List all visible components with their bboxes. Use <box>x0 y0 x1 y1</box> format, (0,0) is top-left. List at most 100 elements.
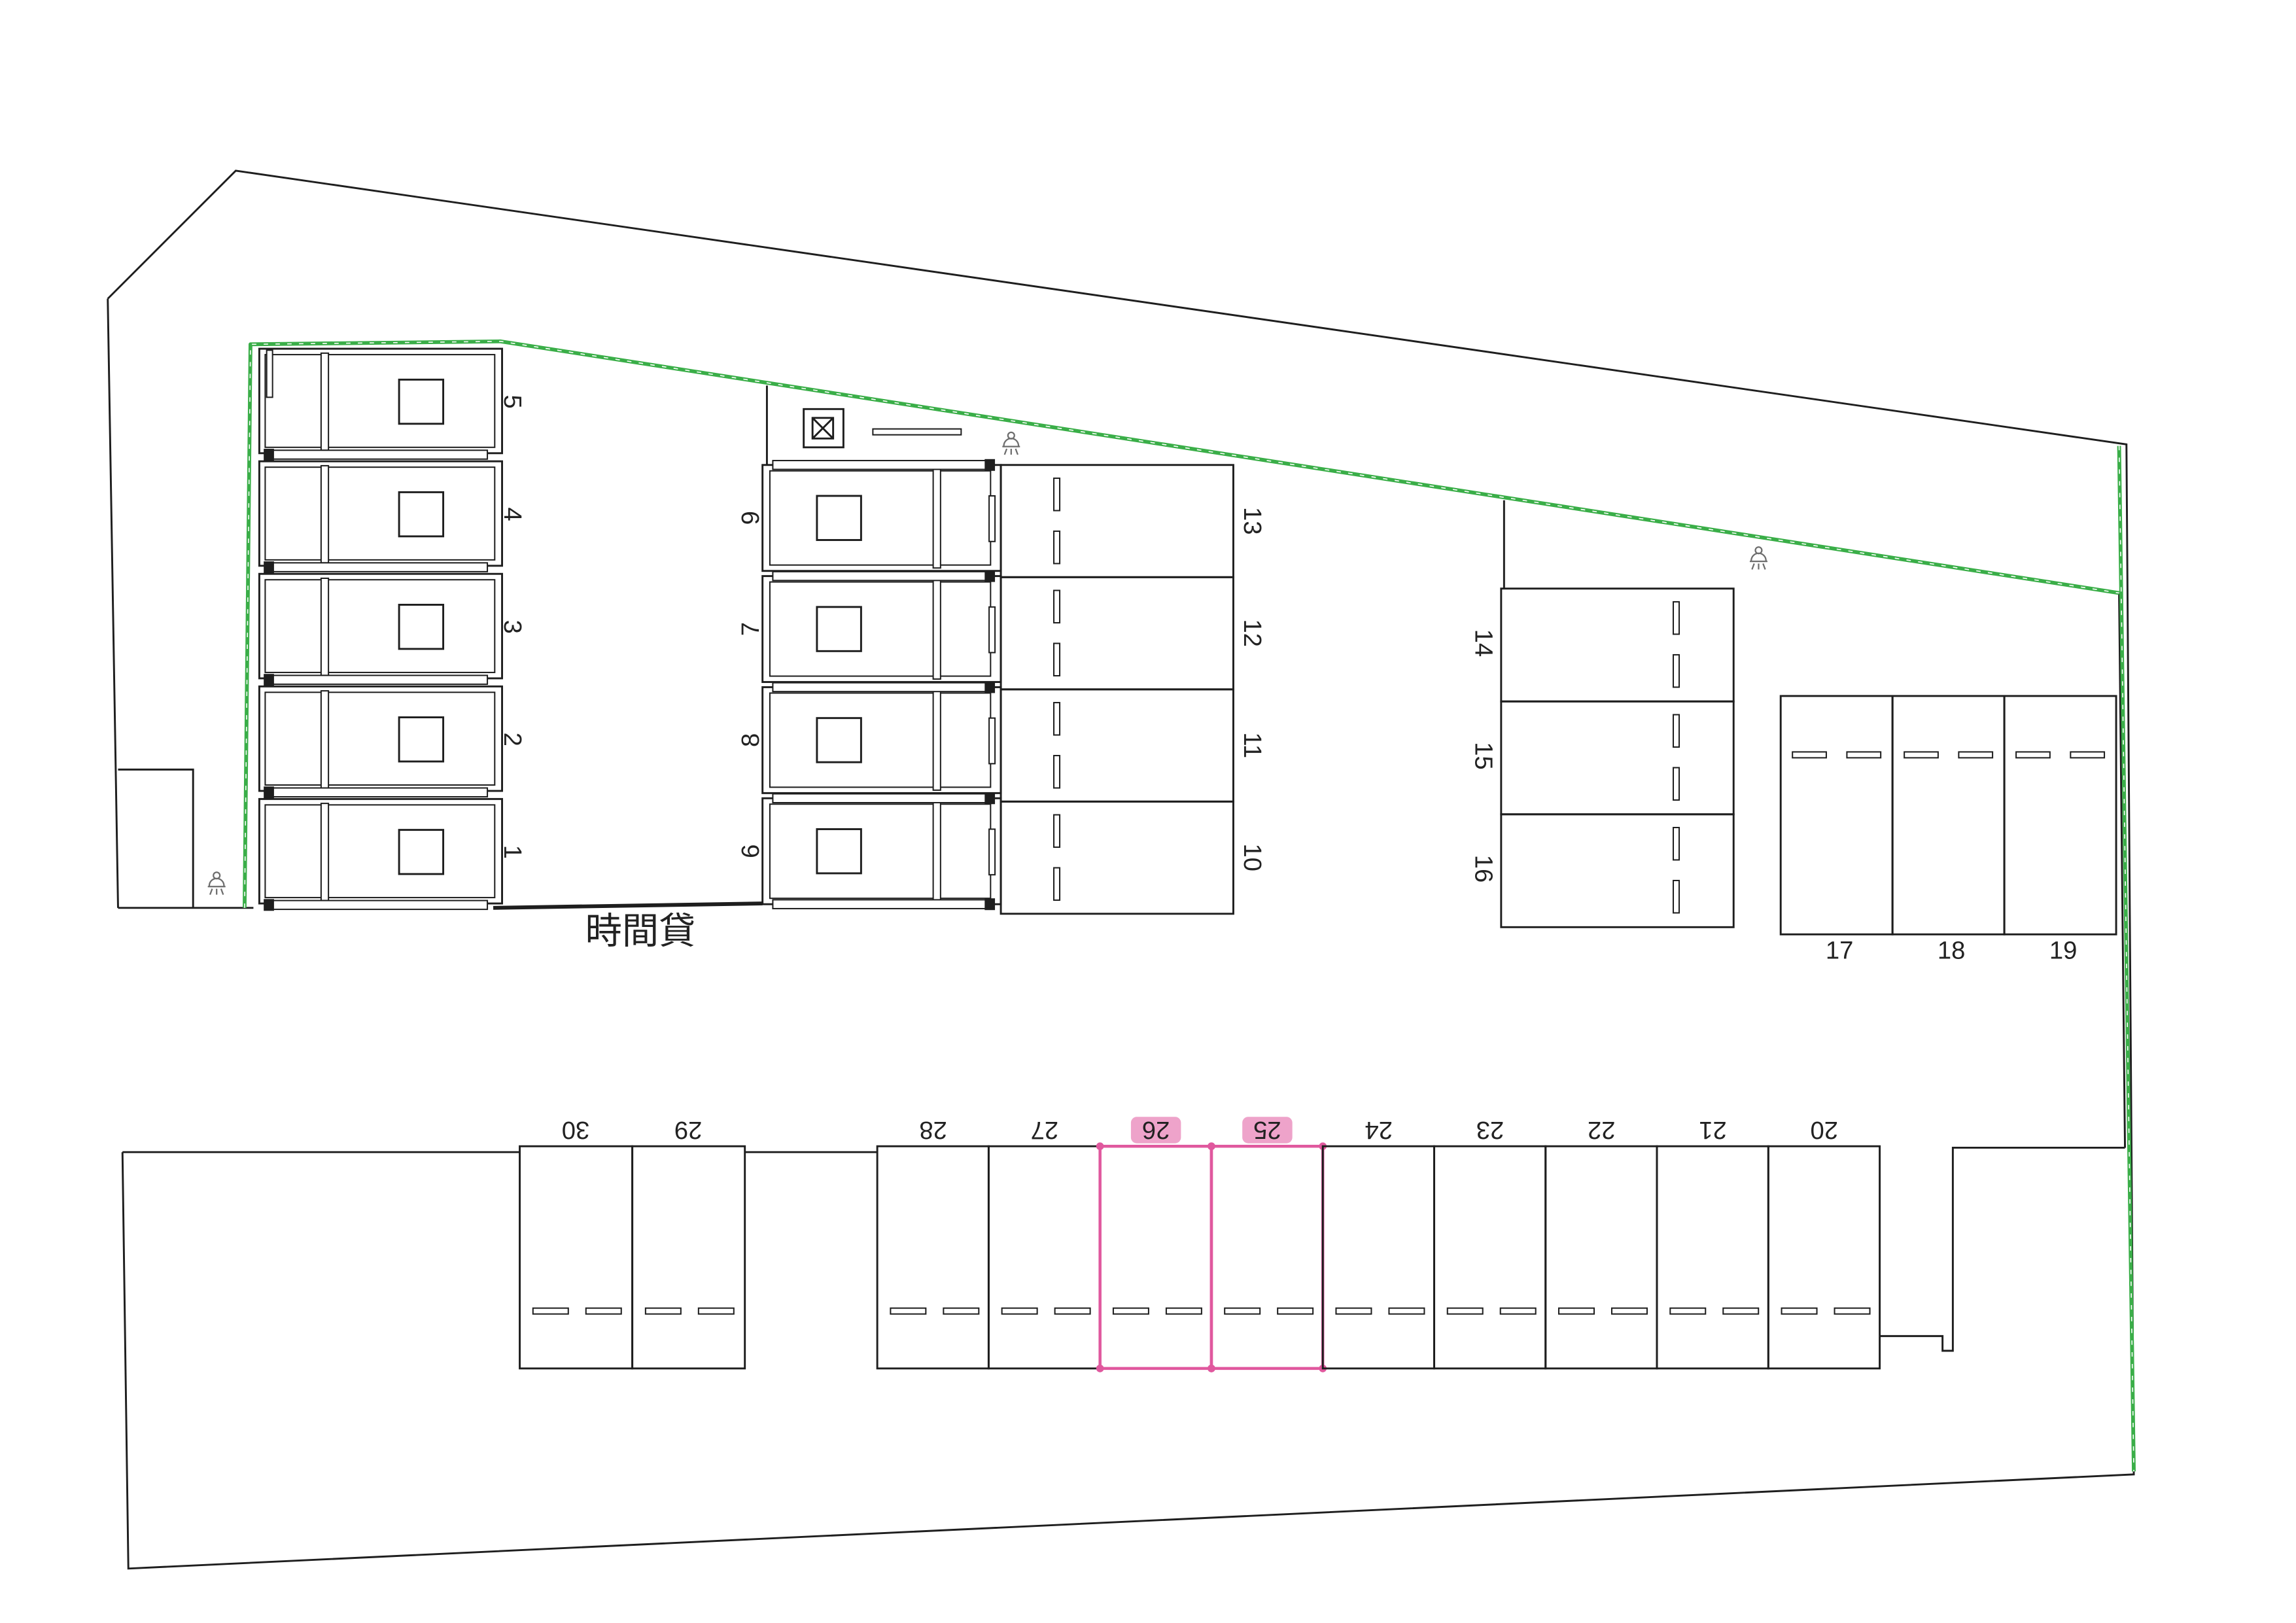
rail-anchor <box>264 674 274 686</box>
lift-pallet-square <box>398 716 445 763</box>
space-number: 10 <box>1238 844 1266 872</box>
stall-marker <box>943 1307 980 1315</box>
stall-marker <box>1112 1307 1149 1315</box>
lift-side-bar <box>988 828 996 876</box>
rail-anchor <box>984 898 996 911</box>
space-outline <box>1000 800 1234 915</box>
property-boundary-line <box>242 339 2136 1472</box>
site-left-edge <box>107 298 119 908</box>
stall-marker <box>644 1307 682 1315</box>
stall-marker <box>1958 751 1994 759</box>
rail-anchor <box>984 570 996 582</box>
lift-parking-space-3: 3 <box>258 572 527 686</box>
lift-rail-vertical <box>320 690 330 789</box>
parking-space-17: 17 <box>1779 695 1894 965</box>
space-inner-outline <box>264 579 496 673</box>
lift-side-bar <box>988 606 996 654</box>
space-number: 29 <box>674 1116 703 1144</box>
parking-space-23: 23 <box>1433 1116 1547 1370</box>
stall-marker <box>1335 1307 1372 1315</box>
space-outline <box>1500 813 1735 928</box>
lift-pallet-square <box>816 495 862 541</box>
space-number: 30 <box>562 1116 590 1144</box>
parking-space-14: 14 <box>1469 587 1735 703</box>
lift-rail-vertical <box>320 352 330 451</box>
lift-parking-space-5: 5 <box>258 347 527 461</box>
equipment-box-shape <box>803 408 844 449</box>
lift-rail-vertical <box>932 800 941 902</box>
bottom-block-edge <box>122 1147 2125 1352</box>
lift-rail-horizontal <box>772 793 987 804</box>
site-outer-boundary <box>107 169 2135 1570</box>
space-inner-outline <box>264 354 496 448</box>
space-outline <box>631 1145 746 1370</box>
lift-pallet-square <box>398 604 445 650</box>
space-inner-outline <box>264 691 496 786</box>
space-number: 22 <box>1588 1116 1616 1144</box>
lift-rail-horizontal <box>266 674 489 685</box>
space-inner-outline <box>264 466 496 561</box>
space-number: 13 <box>1238 507 1266 535</box>
stall-marker <box>1672 654 1680 688</box>
lamp-icon-shape <box>1002 431 1020 455</box>
space-number: 5 <box>498 394 527 408</box>
lift-parking-space-9: 9 <box>737 459 1002 572</box>
highlight-label-background <box>1242 1117 1293 1143</box>
equipment-box-icon <box>803 408 844 449</box>
stall-marker <box>1053 867 1061 901</box>
parking-space-22: 22 <box>1544 1116 1658 1370</box>
stall-marker <box>1792 751 1827 759</box>
lift-rail-vertical <box>320 803 330 901</box>
stall-marker <box>532 1307 569 1315</box>
space-number: 12 <box>1238 620 1266 648</box>
lamp-icon <box>1002 431 1020 455</box>
rail-anchor <box>264 449 274 461</box>
lift-rail-horizontal <box>266 899 489 911</box>
space-number: 24 <box>1365 1116 1393 1144</box>
hourly-parking-label: 時間貸 <box>585 910 696 952</box>
parking-space-29: 29 <box>631 1116 746 1370</box>
lift-pallet-square <box>816 606 862 652</box>
lift-pallet-square <box>816 828 862 875</box>
lift-parking-space-4: 4 <box>258 460 527 574</box>
stall-marker <box>1672 714 1680 748</box>
stall-marker <box>1846 751 1882 759</box>
stall-marker <box>1053 814 1061 848</box>
rail-anchor <box>984 459 996 471</box>
left-small-structure <box>118 768 254 909</box>
hourly-parking-line <box>493 901 763 910</box>
lift-pallet-square <box>816 717 862 763</box>
space-number: 23 <box>1476 1116 1505 1144</box>
space-number: 28 <box>919 1116 947 1144</box>
space-number: 25 <box>1253 1116 1281 1144</box>
parking-space-25: 25 <box>1208 1116 1327 1372</box>
lift-pallet-square <box>398 491 445 538</box>
space-outline <box>1767 1145 1881 1370</box>
lift-pallet-square <box>398 378 445 425</box>
parking-space-19: 19 <box>2003 695 2117 965</box>
lift-parking-space-2: 2 <box>258 685 527 799</box>
lift-pallet-square <box>398 829 445 875</box>
space-number: 9 <box>737 511 765 525</box>
utility-bar <box>872 428 962 436</box>
lift-rail-vertical <box>932 578 941 680</box>
stall-marker <box>1053 478 1061 512</box>
space-number: 16 <box>1469 855 1497 883</box>
space-number: 7 <box>737 622 765 636</box>
space-number: 3 <box>498 620 527 634</box>
stall-marker <box>1557 1307 1595 1315</box>
space-number: 20 <box>1811 1116 1839 1144</box>
rail-anchor <box>264 786 274 799</box>
parking-space-12: 12 <box>1000 576 1266 691</box>
space-number: 19 <box>2049 937 2078 965</box>
space-inner-outline <box>264 804 496 899</box>
rail-anchor <box>984 681 996 693</box>
space-number: 2 <box>498 733 527 746</box>
stall-marker <box>890 1307 927 1315</box>
rail-anchor <box>984 792 996 805</box>
highlight-corner-dot <box>1208 1142 1215 1151</box>
stall-marker <box>1669 1307 1707 1315</box>
lift-rail-vertical <box>932 689 941 791</box>
highlight-corner-dot <box>1096 1142 1104 1151</box>
